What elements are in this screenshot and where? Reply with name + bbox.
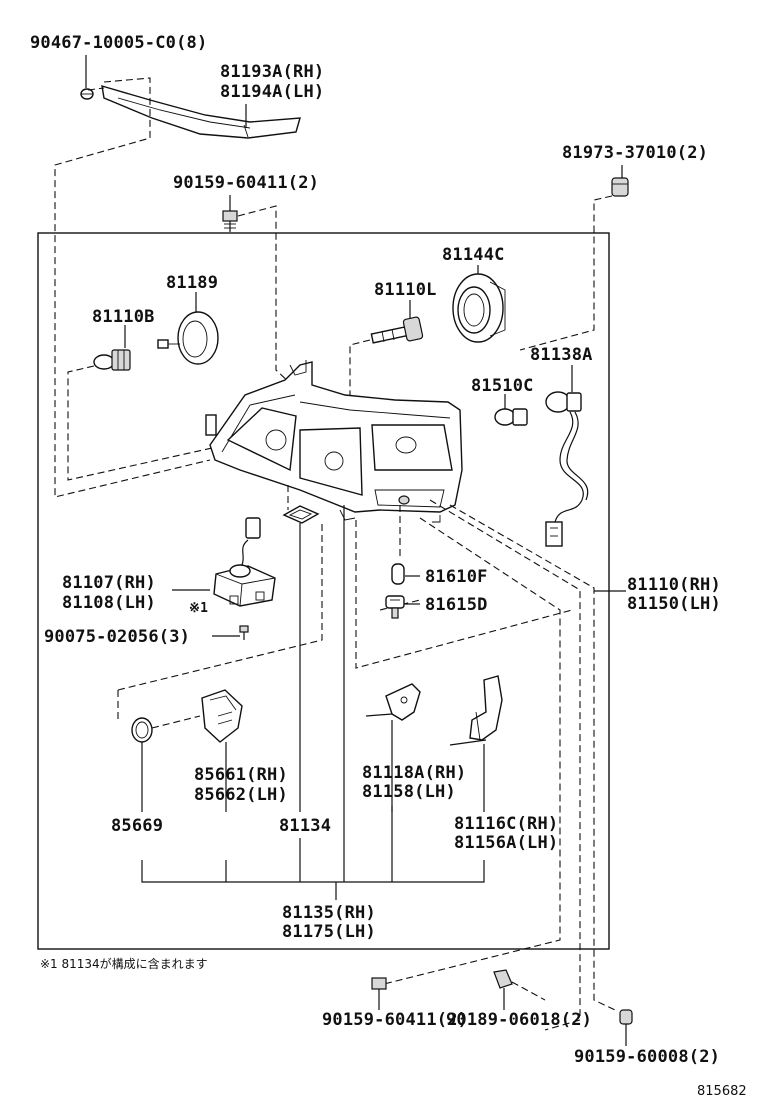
label-90159-top: 90159-60411(2) [173,173,319,193]
label-81156: 81156A(LH) [454,833,558,853]
label-81108: 81108(LH) [62,593,156,613]
label-81116: 81116C(RH) [454,814,558,834]
socket-81615d-part[interactable] [385,595,405,619]
label-90075: 90075-02056(3) [44,627,190,647]
footnote: ※1 81134が構成に含まれます [40,956,208,971]
gasket-81134-part[interactable] [282,505,320,524]
label-85669: 85669 [111,816,163,836]
label-81144: 81144C [442,245,505,265]
label-81175: 81175(LH) [282,922,376,942]
label-81138: 81138A [530,345,593,365]
label-81194: 81194A(LH) [220,82,324,102]
label-81135: 81135(RH) [282,903,376,923]
label-85662: 85662(LH) [194,785,288,805]
headlamp-housing-part[interactable] [205,360,463,523]
label-81610: 81610F [425,567,488,587]
bulb-81510c-part[interactable] [494,408,528,426]
label-81110l: 81110L [374,280,437,300]
ring-81189-part[interactable] [157,311,219,365]
screw-90075-part[interactable] [239,625,249,640]
bolt-90159-60008-part[interactable] [619,1009,633,1032]
label-81107: 81107(RH) [62,573,156,593]
label-90467: 90467-10005-C0(8) [30,33,207,53]
bolt-90159-bottom-part[interactable] [371,977,387,1000]
label-90159-bottom: 90159-60411(2) [322,1010,468,1030]
label-81150: 81150(LH) [627,594,721,614]
label-90159-60008: 90159-60008(2) [574,1047,720,1067]
label-81510: 81510C [471,376,534,396]
socket-81138a-part[interactable] [545,391,589,547]
label-81193: 81193A(RH) [220,62,324,82]
cover-81144-part[interactable] [452,273,506,343]
nut-90189-part[interactable] [493,969,513,989]
label-mark-1: ※1 [189,601,208,616]
bracket-81193-part[interactable] [101,85,301,139]
clip-81973-part[interactable] [611,177,629,197]
bracket-81116c-part[interactable] [449,675,503,746]
bulb-81110b-part[interactable] [93,349,131,371]
label-90189: 90189-06018(2) [446,1010,592,1030]
bulb-81110l-part[interactable] [370,316,424,344]
label-81118: 81118A(RH) [362,763,466,783]
label-81110b: 81110B [92,307,155,327]
bulb-81610f-part[interactable] [391,563,405,585]
label-81158: 81158(LH) [362,782,456,802]
label-81189: 81189 [166,273,218,293]
clip-90467-part[interactable] [80,55,94,100]
bolt-90159-top-part[interactable] [222,210,238,232]
reference-number: 815682 [697,1084,747,1099]
label-85661: 85661(RH) [194,765,288,785]
bracket-81118a-part[interactable] [365,683,421,721]
ballast-81107-part[interactable] [213,517,276,607]
label-81110rh: 81110(RH) [627,575,721,595]
actuator-85661-part[interactable] [201,689,243,743]
label-81615: 81615D [425,595,488,615]
oring-85669-part[interactable] [131,717,153,743]
label-81973: 81973-37010(2) [562,143,708,163]
label-81134: 81134 [279,816,331,836]
